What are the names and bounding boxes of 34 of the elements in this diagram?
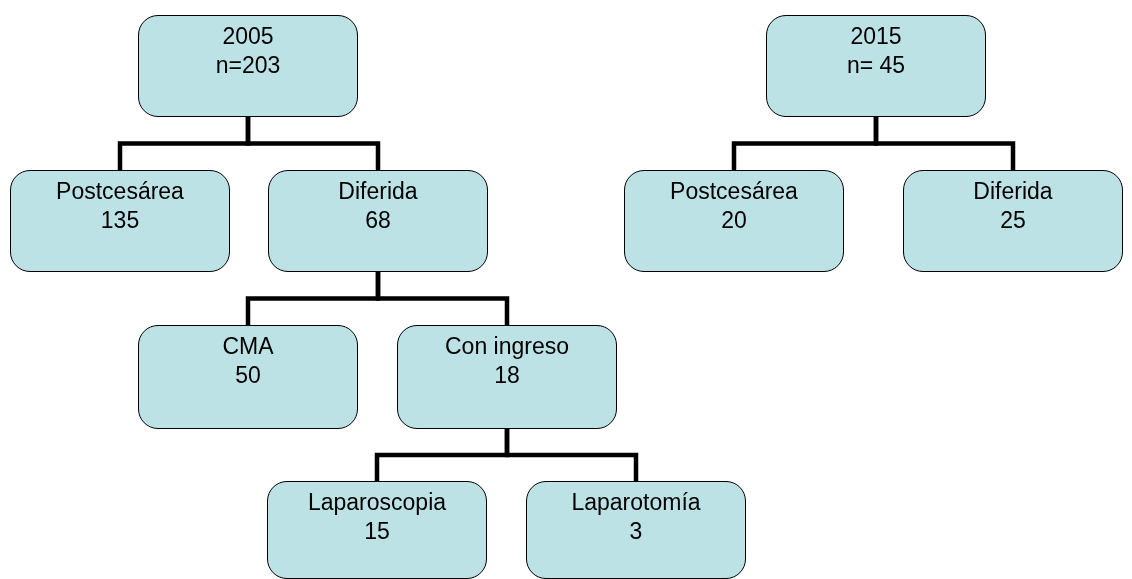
node-count: 50 — [235, 361, 261, 390]
connector-line — [873, 117, 1016, 170]
process-box — [268, 170, 488, 272]
node-title: Laparotomía — [571, 488, 701, 517]
connector-line — [245, 117, 381, 170]
process-box — [10, 170, 230, 272]
node-count: 25 — [1000, 206, 1026, 235]
node-title: 2015 — [850, 22, 902, 51]
node-count: 3 — [629, 517, 643, 546]
process-box — [624, 170, 844, 272]
process-box — [526, 481, 746, 579]
process-box — [397, 325, 617, 429]
node-title: Diferida — [338, 177, 418, 206]
node-count: n=203 — [215, 51, 281, 80]
node-title: Diferida — [973, 177, 1053, 206]
node-title: Postcesárea — [56, 177, 184, 206]
process-box — [903, 170, 1123, 272]
node-count: 68 — [365, 206, 391, 235]
node-count: 15 — [364, 517, 390, 546]
process-box — [267, 481, 487, 579]
node-count: 18 — [494, 361, 520, 390]
node-title: Con ingreso — [445, 332, 569, 361]
node-title: Postcesárea — [670, 177, 798, 206]
node-title: CMA — [222, 332, 274, 361]
process-box — [138, 15, 358, 117]
connector-line — [504, 429, 639, 481]
node-count: 20 — [721, 206, 747, 235]
node-count: 135 — [100, 206, 140, 235]
connector-line — [375, 272, 510, 325]
node-title: 2005 — [222, 22, 274, 51]
process-box — [138, 325, 358, 429]
process-box — [766, 15, 986, 117]
node-count: n= 45 — [846, 51, 906, 80]
node-title: Laparoscopia — [307, 488, 447, 517]
